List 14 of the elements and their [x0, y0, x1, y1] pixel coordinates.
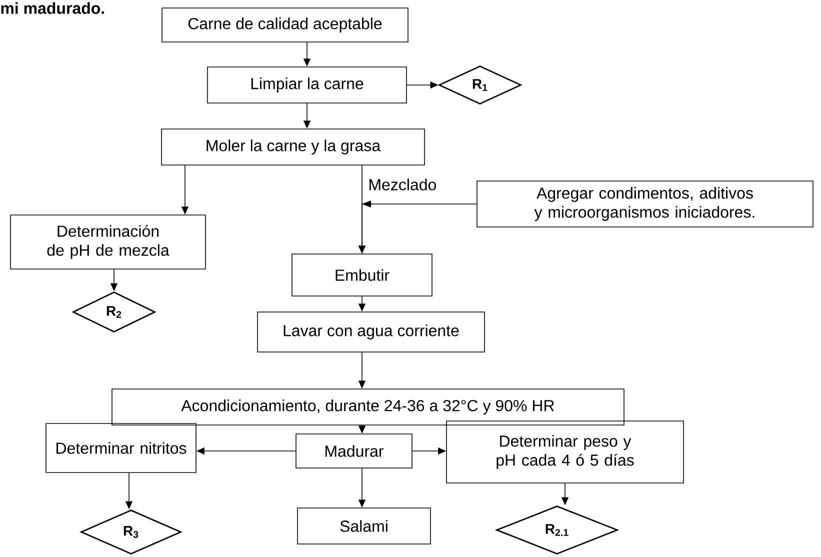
- process-box: Salami: [297, 508, 431, 544]
- process-box: Agregar condimentos, aditivos y microorganismos iniciadores.: [476, 180, 814, 228]
- process-box: Lavar con agua corriente: [257, 312, 485, 352]
- process-box: Limpiar la carne: [207, 66, 407, 104]
- process-box: Determinación de pH de mezcla: [10, 214, 206, 270]
- process-box: Moler la carne y la grasa: [161, 128, 425, 166]
- process-box: Determinar peso y pH cada 4 ó 5 días: [446, 420, 684, 484]
- process-box: Madurar: [296, 434, 412, 468]
- heading: mi madurado.: [1, 2, 104, 14]
- process-box: Acondicionamiento, durante 24-36 a 32°C y 90% HR: [112, 388, 624, 426]
- edge-label: Mezclado: [367, 178, 438, 192]
- process-box: Determinar nitritos: [46, 423, 196, 473]
- process-box: Carne de calidad aceptable: [162, 8, 408, 42]
- process-box: Embutir: [292, 254, 432, 296]
